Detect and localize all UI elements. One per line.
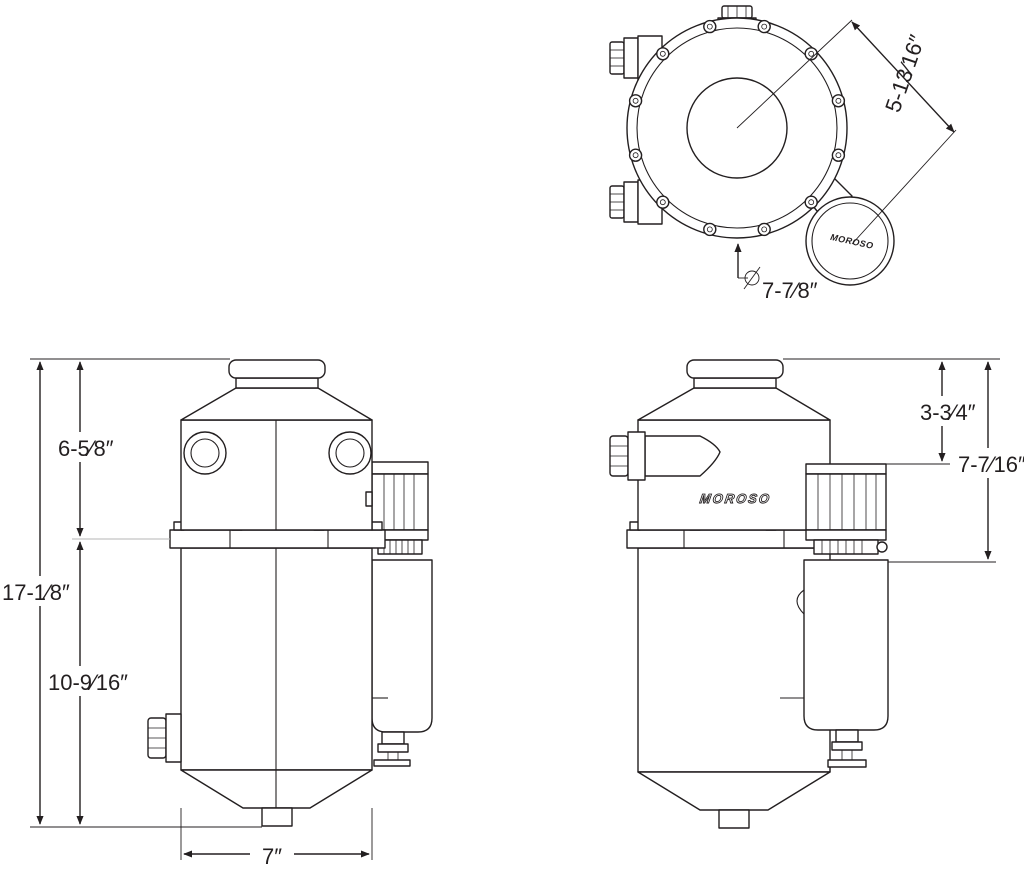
flange-bolt-center [761, 226, 768, 233]
side-cone [637, 771, 831, 811]
flange-bolt-center [835, 152, 842, 159]
front-cap [228, 359, 326, 389]
diagonal-dim-label: 5-13⁄16″ [880, 31, 930, 115]
side-filter-height-label: 7-7⁄16″ [958, 452, 1024, 477]
diameter-callout: 7-7⁄8″ [734, 243, 818, 303]
side-cap [686, 359, 784, 389]
side-brand-logo: MOROSO [699, 491, 772, 506]
flange-bolt [656, 47, 670, 61]
flange-bolt-center [659, 50, 666, 57]
front-shoulder [180, 387, 373, 421]
flange-bolt-center [632, 97, 639, 104]
flange-bolts [628, 19, 846, 237]
diameter-dim-label: 7-7⁄8″ [762, 278, 818, 303]
front-flange [169, 529, 386, 549]
side-drain [718, 809, 750, 829]
flange-bolt-center [835, 97, 842, 104]
flange-bolt [656, 195, 670, 209]
flange-bolt [628, 94, 643, 108]
side-dimensions: 3-3⁄4″ 7-7⁄16″ [783, 358, 1024, 563]
front-breather [371, 461, 429, 555]
side-view: MOROSO [609, 358, 1024, 829]
front-dimensions: 6-5⁄8″ 17-1⁄8″ 10-9⁄16″ 7″ [0, 358, 373, 869]
front-filter-canister [371, 559, 433, 767]
filter-top: MOROSO [805, 196, 895, 286]
side-tank-body [637, 547, 831, 773]
top-view: MOROSO 5-13⁄16″ 7-7⁄8″ [609, 5, 957, 303]
side-filter-canister [780, 559, 889, 772]
front-ports [183, 431, 372, 475]
front-upper-height-label: 6-5⁄8″ [58, 436, 114, 461]
flange-bolt-center [808, 50, 815, 57]
flange-bolt-center [632, 152, 639, 159]
front-overall-height-label: 17-1⁄8″ [2, 580, 70, 605]
flange-bolt [757, 222, 771, 237]
side-breather-height-label: 3-3⁄4″ [920, 400, 976, 425]
front-width-label: 7″ [262, 844, 282, 869]
lid [686, 77, 788, 179]
flange-bolt [628, 148, 643, 162]
flange-bolt [831, 94, 846, 108]
left-fitting-lower [609, 181, 639, 223]
flange-bolt [831, 148, 846, 162]
flange-bolt [703, 222, 717, 237]
flange-bolt [703, 19, 717, 34]
flange-bolt-center [706, 226, 713, 233]
side-breather [805, 463, 888, 555]
flange-bolt-center [808, 199, 815, 206]
front-drain [261, 807, 293, 827]
flange-bolt [804, 47, 818, 61]
side-shoulder [637, 387, 831, 421]
flange-bolt [757, 19, 771, 34]
front-lower-height-label: 10-9⁄16″ [48, 670, 128, 695]
side-fitting [609, 431, 646, 481]
flange-bolt-center [761, 23, 768, 30]
front-side-fitting [147, 713, 182, 763]
flange-bolt-center [659, 199, 666, 206]
flange-bolt [804, 195, 818, 209]
front-view: 6-5⁄8″ 17-1⁄8″ 10-9⁄16″ 7″ [0, 358, 433, 869]
flange-bolt-center [706, 23, 713, 30]
side-boss [644, 435, 721, 477]
left-fitting-upper [609, 37, 639, 79]
